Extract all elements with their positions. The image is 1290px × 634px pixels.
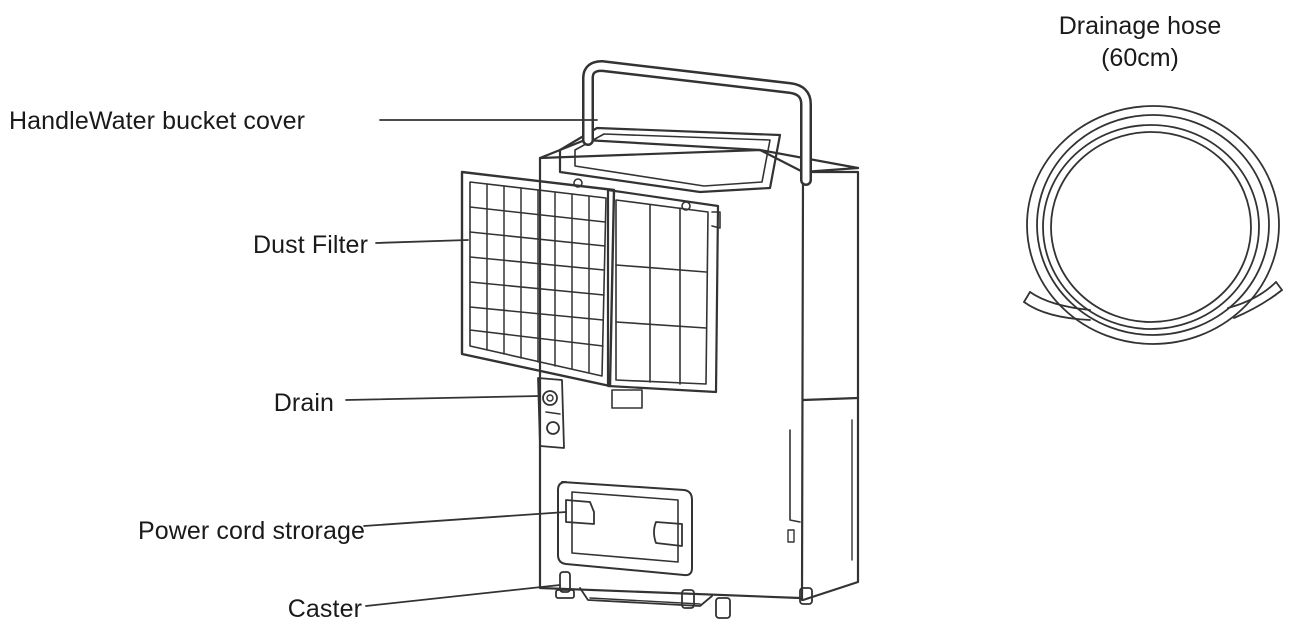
drainage-hose-label: Drainage hose (60cm) [1020, 10, 1260, 74]
handle [582, 60, 812, 186]
casters [555, 571, 813, 619]
filter-housing [573, 178, 721, 409]
water-bucket-cover [558, 126, 782, 194]
drainage-hose-name: Drainage hose [1058, 12, 1222, 40]
leader-lines [345, 119, 598, 607]
handle-water-bucket-cover-label: HandleWater bucket cover [9, 107, 306, 135]
drainage-hose-length: (60cm) [1101, 44, 1179, 72]
power-cord-storage [557, 481, 693, 577]
dust-filter [460, 170, 616, 388]
dust-filter-label: Dust Filter [252, 231, 368, 259]
caster-label: Caster [287, 595, 362, 623]
drain-port [537, 377, 565, 449]
drain-label: Drain [273, 389, 334, 417]
drainage-hose [1023, 105, 1283, 345]
unit-body [538, 138, 860, 602]
power-cord-storage-label: Power cord strorage [138, 517, 365, 545]
